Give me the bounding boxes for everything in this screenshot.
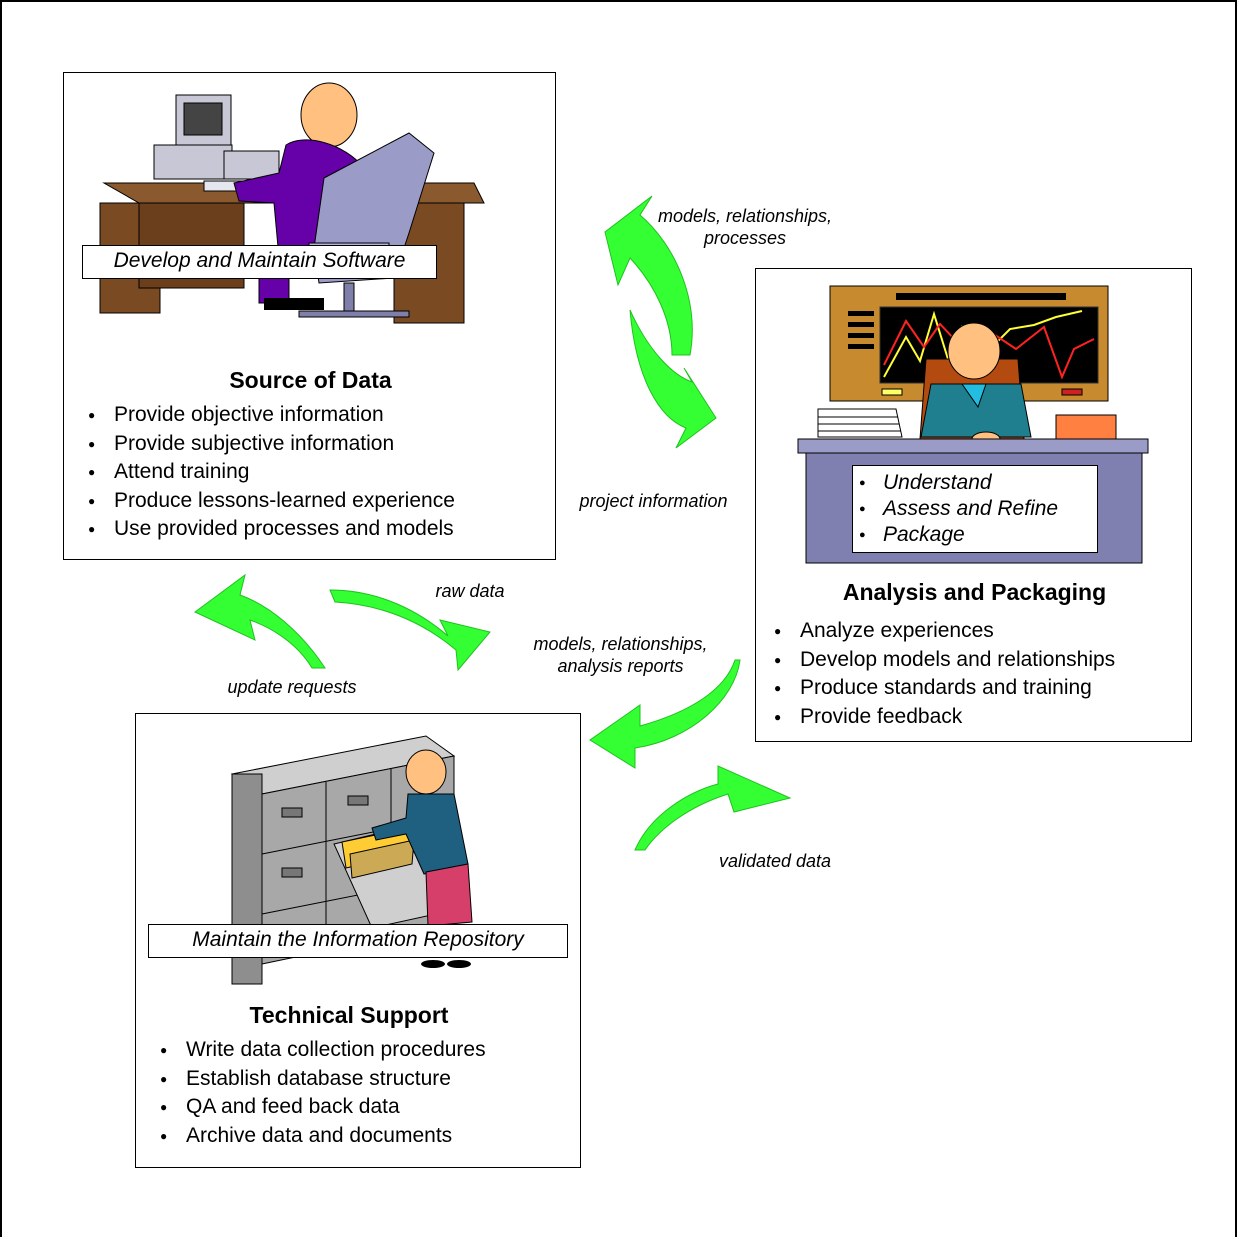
flow-label-update-requests: update requests xyxy=(227,677,357,697)
list-item: Produce standards and training xyxy=(770,674,1115,703)
arrow-models-processes xyxy=(604,195,693,356)
flow-line: models, relationships, xyxy=(533,634,708,654)
flow-label-project-information: project information xyxy=(579,491,728,511)
analysis-list: Analyze experiences Develop models and r… xyxy=(770,617,1115,731)
list-item: Archive data and documents xyxy=(156,1122,486,1151)
arrow-project-information xyxy=(629,309,717,449)
list-item: Provide feedback xyxy=(770,703,1115,732)
arrow-models-reports xyxy=(589,659,741,769)
support-list: Write data collection procedures Establi… xyxy=(156,1036,486,1150)
analysis-packaging-box: Understand Assess and Refine Package Ana… xyxy=(755,268,1192,742)
arrow-validated-data xyxy=(634,765,792,851)
developer-illustration xyxy=(99,82,485,324)
support-title: Technical Support xyxy=(249,1002,449,1028)
flow-line: models, relationships, xyxy=(657,206,833,226)
list-item: Provide objective information xyxy=(84,401,455,430)
source-of-data-box: Develop and Maintain Software Source of … xyxy=(63,72,556,560)
list-item: QA and feed back data xyxy=(156,1093,486,1122)
flow-label-raw-data: raw data xyxy=(435,581,505,601)
flow-label-validated-data: validated data xyxy=(718,851,832,871)
support-caption: Maintain the Information Repository xyxy=(148,924,568,958)
list-item: Produce lessons-learned experience xyxy=(84,487,455,516)
flow-line: processes xyxy=(703,228,787,248)
flow-label-models-reports: models, relationships, analysis reports xyxy=(518,633,723,677)
source-caption: Develop and Maintain Software xyxy=(82,245,437,279)
list-item: Assess and Refine xyxy=(853,496,1097,522)
list-item: Provide subjective information xyxy=(84,430,455,459)
source-list: Provide objective information Provide su… xyxy=(84,401,455,544)
arrow-raw-data xyxy=(329,589,491,672)
list-item: Attend training xyxy=(84,458,455,487)
filing-illustration xyxy=(230,735,473,985)
list-item: Develop models and relationships xyxy=(770,646,1115,675)
list-item: Understand xyxy=(853,470,1097,496)
list-item: Write data collection procedures xyxy=(156,1036,486,1065)
list-item: Analyze experiences xyxy=(770,617,1115,646)
technical-support-box: Maintain the Information Repository Tech… xyxy=(135,713,581,1168)
analysis-title: Analysis and Packaging xyxy=(842,579,1107,605)
arrow-update-requests xyxy=(194,573,326,669)
list-item: Use provided processes and models xyxy=(84,515,455,544)
list-item: Establish database structure xyxy=(156,1065,486,1094)
analysis-inner-list: Understand Assess and Refine Package xyxy=(852,465,1098,553)
list-item: Package xyxy=(853,522,1097,548)
source-title: Source of Data xyxy=(229,367,392,393)
flow-line: analysis reports xyxy=(557,656,684,676)
flow-label-models-processes: models, relationships, processes xyxy=(655,205,835,249)
